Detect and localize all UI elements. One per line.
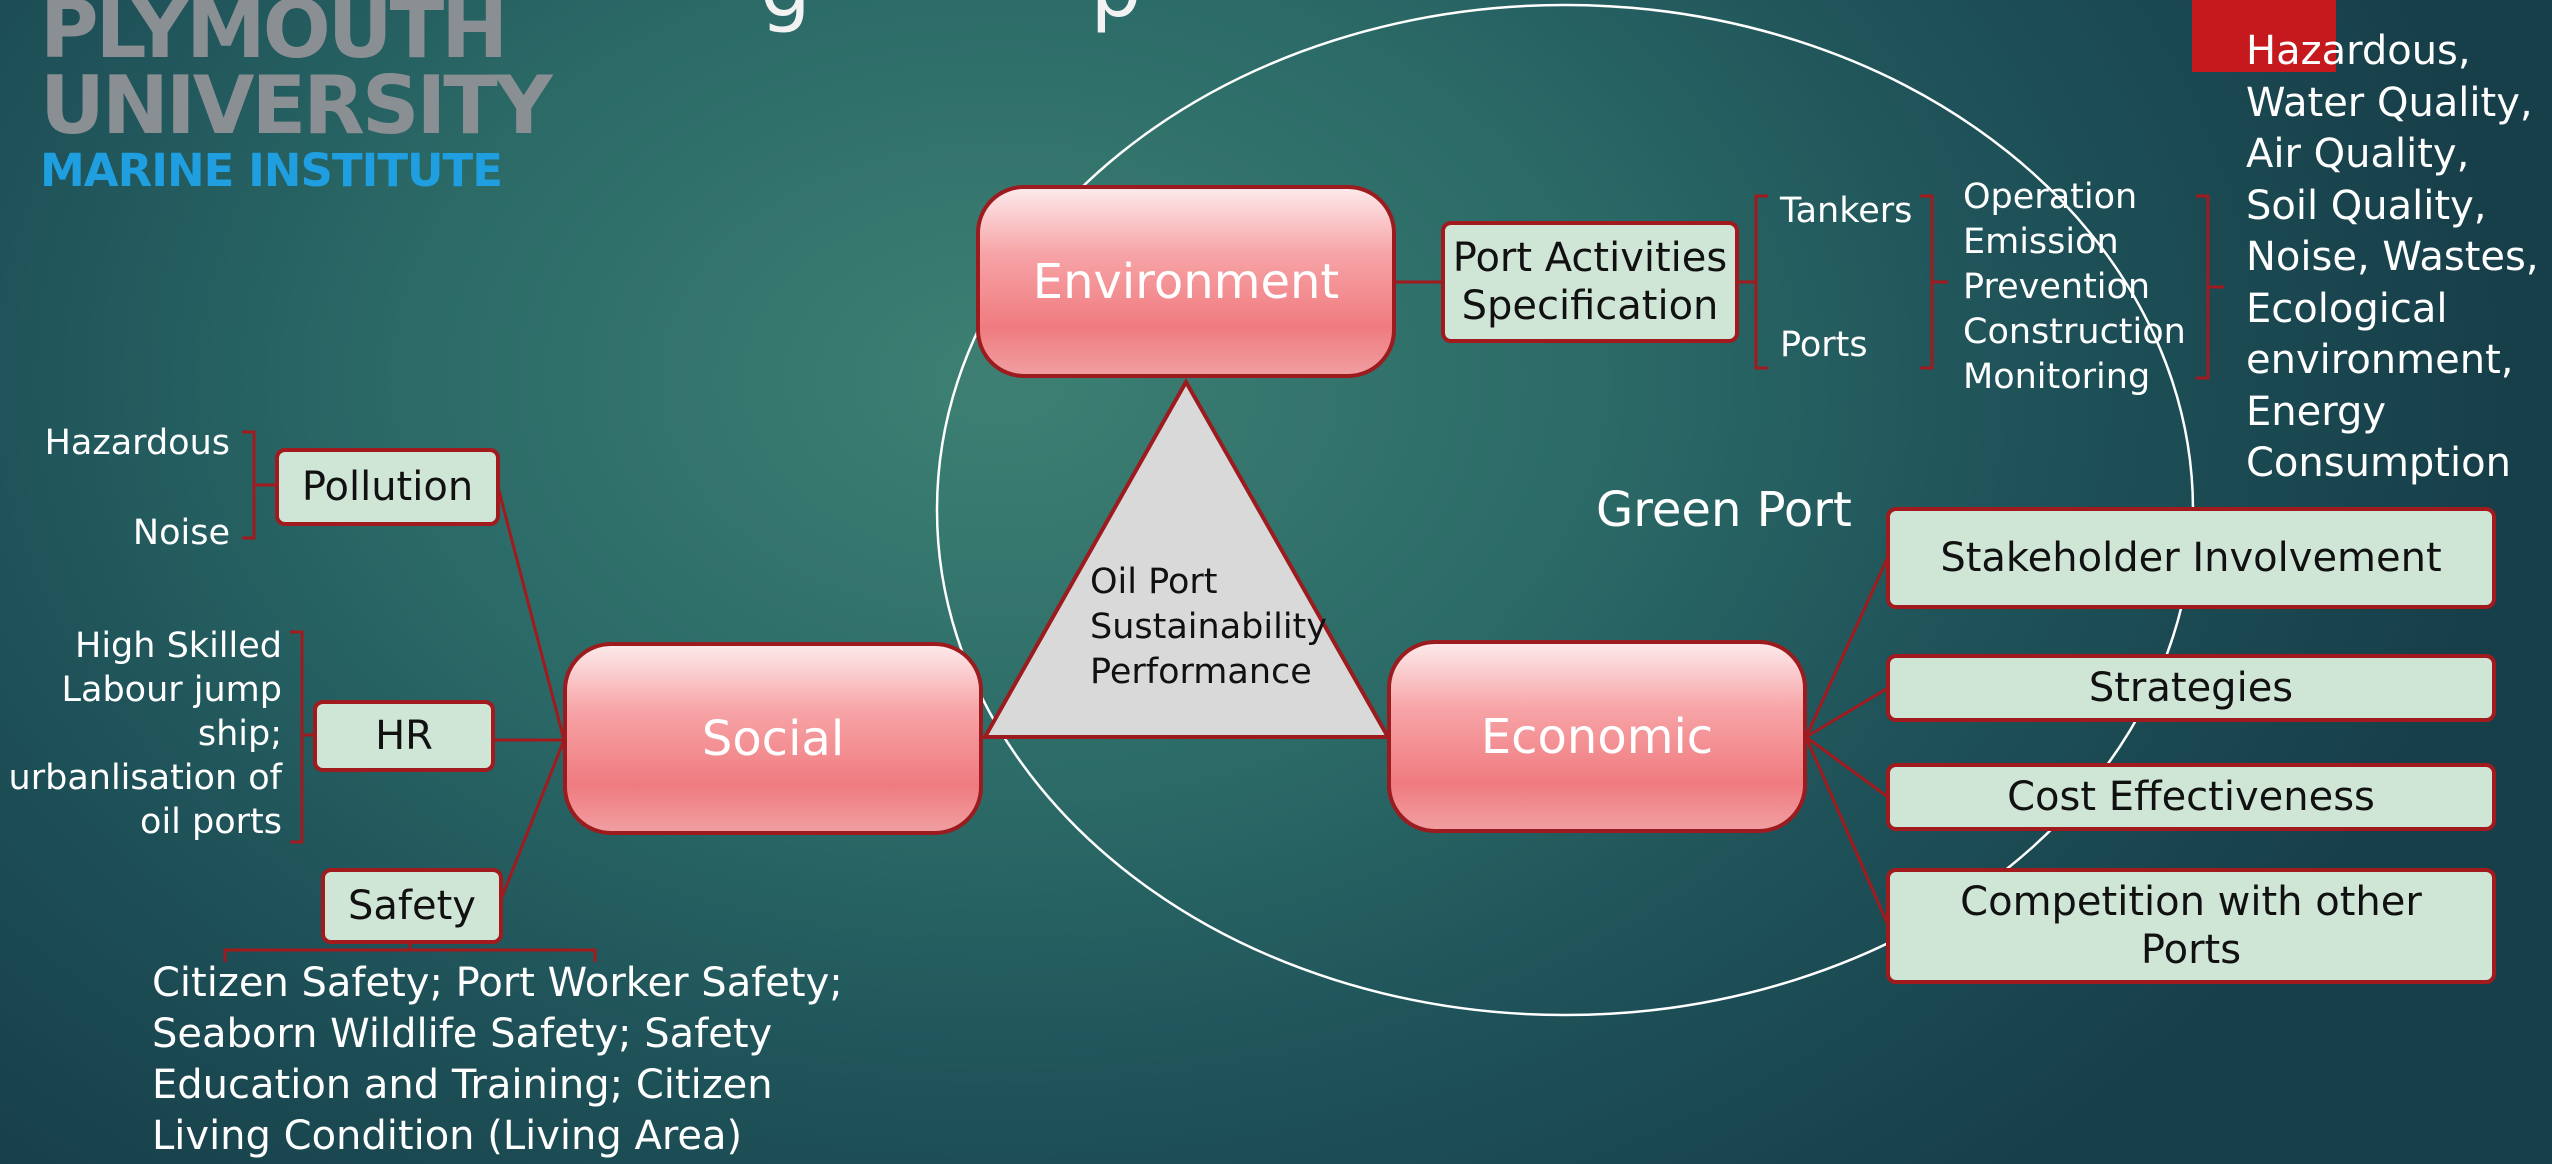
logo-line-marine-institute: MARINE INSTITUTE: [40, 144, 503, 197]
stakeholder-box: Stakeholder Involvement: [1886, 507, 2496, 609]
university-logo: PLYMOUTH UNIVERSITY MARINE INSTITUTE: [40, 0, 553, 197]
safety-item: Seaborn Wildlife Safety; Safety: [152, 1011, 773, 1057]
impact-item: Air Quality,: [2246, 131, 2470, 177]
safety-item: Citizen Safety; Port Worker Safety;: [152, 960, 843, 1006]
impact-item: Ecological: [2246, 285, 2448, 332]
hr-item: Labour jump: [61, 670, 283, 710]
slide-title: g p: [760, 0, 1141, 35]
safety-item: Living Condition (Living Area): [152, 1113, 743, 1159]
impact-item: Noise, Wastes,: [2246, 234, 2539, 280]
connector-econ-stakeholder: [1804, 556, 1890, 738]
subject-ports: Ports: [1780, 325, 1868, 365]
hr-item: High Skilled: [75, 626, 282, 666]
stage-item: Construction: [1963, 312, 2186, 352]
port-activities-line: Port Activities: [1452, 235, 1728, 281]
pollution-box: Pollution: [275, 448, 500, 526]
strategies-box: Strategies: [1886, 654, 2496, 722]
port-activities-line: Specification: [1461, 283, 1719, 329]
subject-tankers: Tankers: [1780, 191, 1913, 231]
center-label: Oil Port Sustainability Performance: [1090, 560, 1327, 695]
logo-line-plymouth: PLYMOUTH: [40, 0, 508, 76]
competition-line: Ports: [2140, 927, 2242, 973]
stage-item: Monitoring: [1963, 357, 2151, 397]
hr-items: High Skilled Labour jump ship; urbanlisa…: [9, 624, 282, 844]
accent-square: [2192, 0, 2336, 72]
hr-item: urbanlisation of: [8, 758, 282, 798]
impact-item: Energy: [2246, 388, 2387, 435]
impact-item: Water Quality,: [2246, 79, 2533, 126]
bracket-subjects: [1754, 194, 1768, 370]
hr-item: ship;: [197, 714, 282, 754]
stage-item: Operation: [1963, 177, 2138, 217]
pollution-item-noise: Noise: [132, 513, 230, 553]
stage-item: Emission: [1963, 222, 2119, 262]
green-port-label: Green Port: [1596, 482, 1852, 538]
center-label-line: Sustainability: [1090, 607, 1327, 647]
logo-line-university: UNIVERSITY: [40, 59, 553, 152]
stage-item: Prevention: [1963, 267, 2151, 307]
connector-social-pollution: [496, 486, 566, 741]
center-label-line: Performance: [1090, 652, 1312, 692]
connector-social-safety: [500, 739, 566, 898]
impact-item: Soil Quality,: [2246, 182, 2487, 229]
connector-econ-competition: [1804, 736, 1890, 926]
impact-item: environment,: [2246, 337, 2514, 383]
impact-item: Hazardous,: [2246, 28, 2471, 74]
competition-line: Competition with other: [1960, 879, 2422, 925]
impact-item: Consumption: [2246, 440, 2511, 486]
bracket-stages: [1920, 194, 1934, 370]
connector-econ-cost: [1805, 735, 1889, 799]
pillar-environment: Environment: [976, 185, 1396, 378]
hr-box: HR: [313, 700, 495, 772]
impacts-list: Hazardous, Water Quality, Air Quality, S…: [2246, 26, 2539, 490]
pollution-item-hazardous: Hazardous: [44, 423, 230, 463]
stages-list: Operation Emission Prevention Constructi…: [1963, 175, 2186, 400]
competition-box: Competition with other Ports: [1886, 868, 2496, 984]
bracket-hr: [290, 630, 304, 844]
cost-effectiveness-box: Cost Effectiveness: [1886, 763, 2496, 831]
pillar-social: Social: [563, 642, 983, 835]
hr-item: oil ports: [140, 802, 282, 842]
connector-econ-strategies: [1805, 686, 1889, 739]
bracket-stages-right: [2196, 194, 2210, 380]
bracket-pollution: [242, 430, 256, 540]
center-label-line: Oil Port: [1090, 562, 1218, 602]
safety-items: Citizen Safety; Port Worker Safety; Seab…: [152, 958, 843, 1162]
center-triangle: [981, 377, 1392, 739]
safety-item: Education and Training; Citizen: [152, 1062, 773, 1108]
pillar-economic: Economic: [1387, 640, 1807, 833]
safety-box: Safety: [321, 868, 503, 944]
port-activities-box: Port Activities Specification: [1441, 221, 1739, 343]
